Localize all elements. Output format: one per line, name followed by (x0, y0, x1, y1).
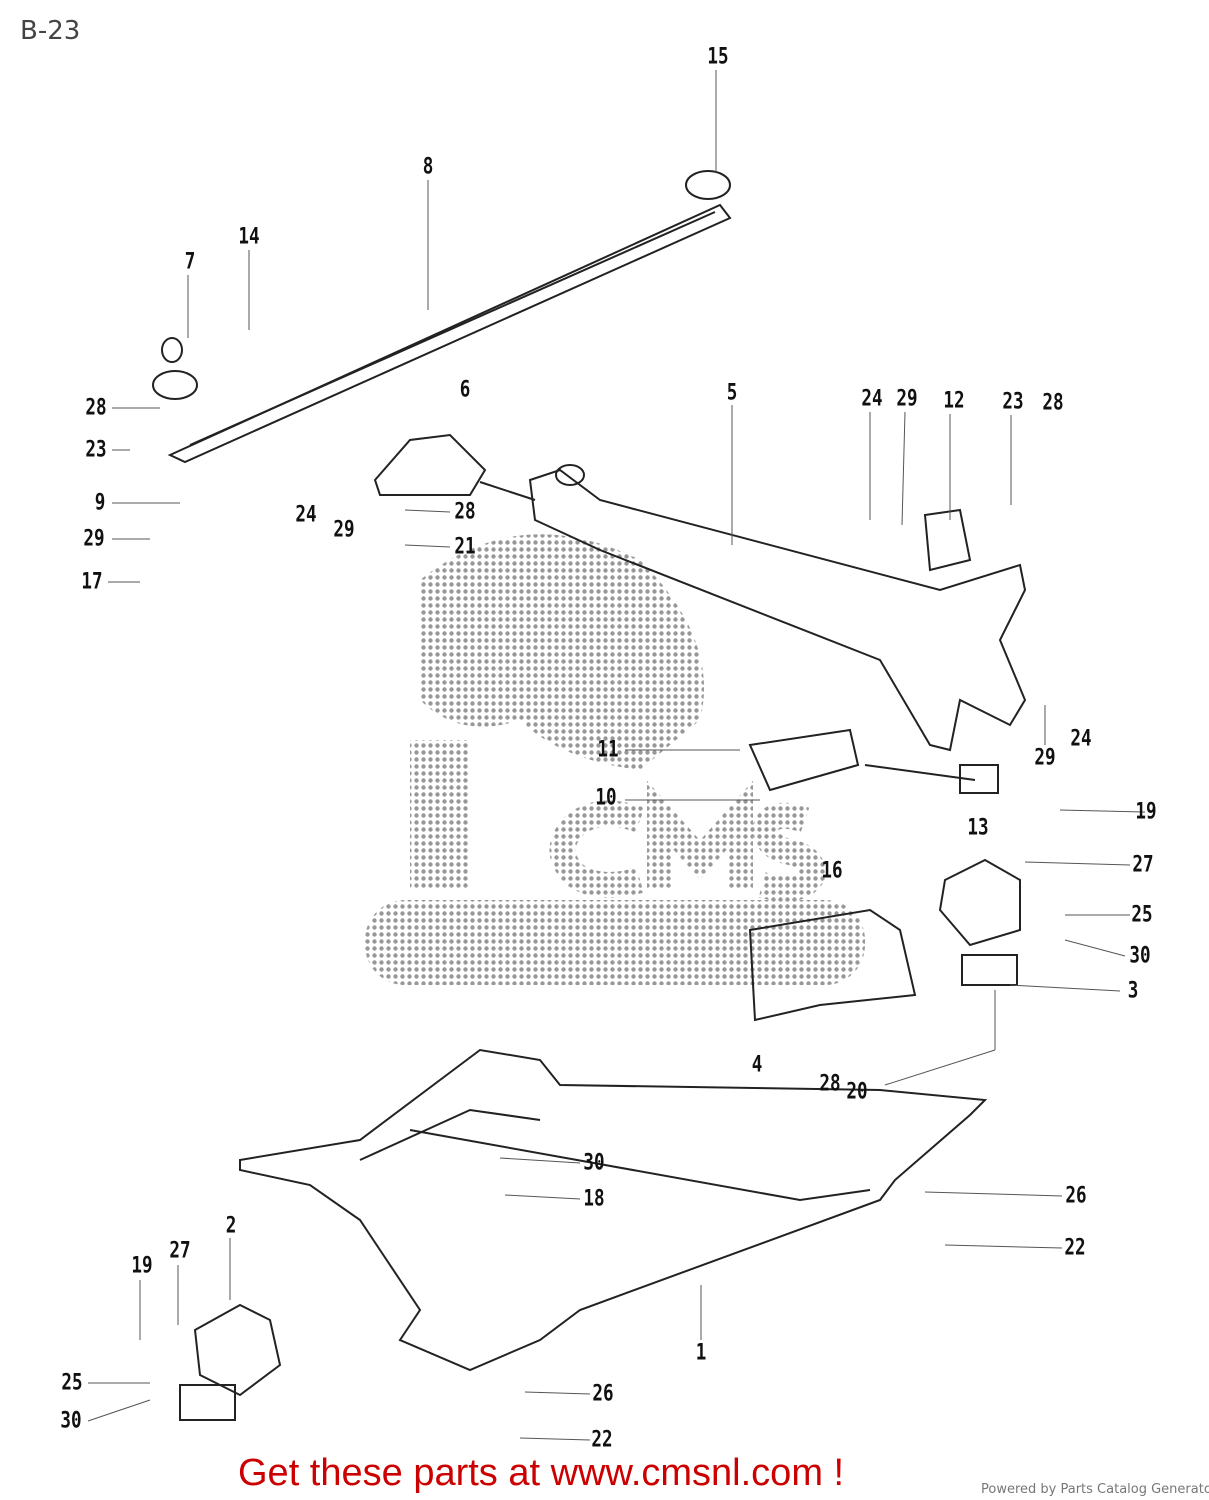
part-callout: 28 (85, 395, 107, 421)
part-callout: 24 (295, 502, 317, 528)
leader-lines (87, 70, 1146, 1441)
part-callout: 19 (1135, 799, 1157, 825)
subframe-1 (239, 1048, 988, 1372)
diagram-title: B-23 (20, 16, 81, 46)
cta-link[interactable]: Get these parts at www.cmsnl.com ! (238, 1452, 845, 1494)
part-callout: 2 (225, 1213, 237, 1239)
part-callout: 29 (83, 526, 105, 552)
part-callout: 4 (751, 1052, 763, 1078)
part-callout: 9 (94, 490, 106, 516)
part-callout: 15 (707, 44, 729, 70)
part-callout: 14 (238, 224, 260, 250)
part-callout: 24 (1070, 726, 1092, 752)
part-callout: 28 (454, 499, 476, 525)
part-callout: 30 (1129, 943, 1151, 969)
part-callout: 19 (131, 1253, 153, 1279)
part-callout: 29 (1034, 745, 1056, 771)
part-callout: 18 (583, 1186, 605, 1212)
part-callout: 16 (821, 858, 843, 884)
part-callout: 28 (1042, 390, 1064, 416)
part-callout: 22 (1064, 1235, 1086, 1261)
part-callout: 23 (85, 437, 107, 463)
part-callout: 10 (595, 785, 617, 811)
part-callout: 3 (1127, 978, 1139, 1004)
part-callout: 11 (597, 737, 619, 763)
part-callout: 6 (459, 377, 471, 403)
part-callout: 1 (695, 1340, 707, 1366)
part-callout: 5 (726, 380, 738, 406)
crossmember-5 (373, 433, 1027, 752)
part-callout: 25 (61, 1370, 83, 1396)
engine-mounts (179, 728, 1021, 1421)
part-callout: 27 (1132, 852, 1154, 878)
part-callout: 25 (1131, 902, 1153, 928)
part-callout: 12 (943, 388, 965, 414)
powered-by-text: Powered by Parts Catalog Generator (981, 1482, 1209, 1497)
part-callout: 28 (819, 1071, 841, 1097)
part-callout: 17 (81, 569, 103, 595)
part-callout: 21 (454, 534, 476, 560)
strut-bar-8 (152, 170, 732, 464)
part-callout: 29 (333, 517, 355, 543)
part-callout: 22 (591, 1427, 613, 1453)
part-callout: 29 (896, 386, 918, 412)
part-callout: 26 (592, 1381, 614, 1407)
part-callout: 26 (1065, 1183, 1087, 1209)
part-callout: 30 (60, 1408, 82, 1434)
part-callout: 27 (169, 1238, 191, 1264)
part-callout: 20 (846, 1079, 868, 1105)
part-callout: 8 (422, 154, 434, 180)
part-callout: 13 (967, 815, 989, 841)
watermark-logo (365, 534, 865, 985)
watermark-lettering (549, 780, 826, 902)
part-callout: 23 (1002, 389, 1024, 415)
part-callout: 30 (583, 1150, 605, 1176)
part-callout: 24 (861, 386, 883, 412)
part-callout: 7 (184, 249, 196, 275)
